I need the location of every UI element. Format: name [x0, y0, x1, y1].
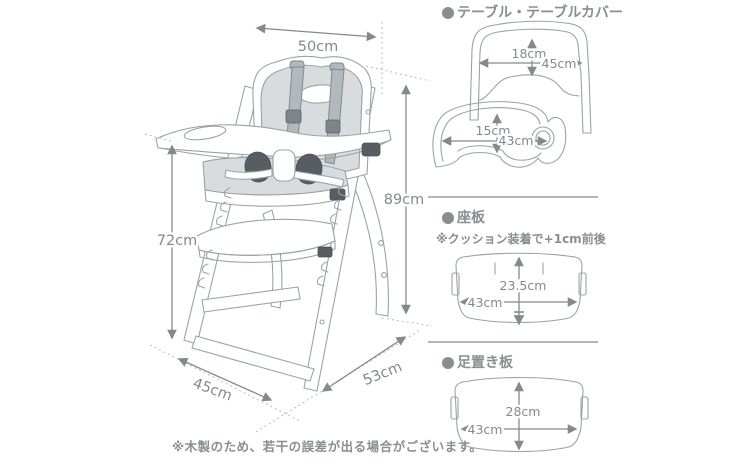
section-divider: [428, 196, 598, 198]
section-header-table: テーブル・テーブルカバー: [442, 6, 623, 20]
bullet-icon: [442, 212, 454, 224]
table-tray-diagram: 15cm 43cm: [432, 101, 567, 168]
bullet-icon: [442, 357, 454, 369]
footrest-depth-label: 28cm: [506, 404, 541, 419]
footrest: [196, 218, 336, 263]
section-title-seat: 座板: [457, 210, 485, 226]
tray-depth-label: 15cm: [476, 123, 511, 138]
section-divider: [428, 341, 598, 343]
seat-depth-label: 23.5cm: [500, 278, 547, 293]
cover-width-label: 45cm: [542, 56, 577, 71]
rail-hooks: [198, 109, 371, 325]
seat-cushion-note: ※クッション装着で+1cm前後: [436, 232, 606, 246]
seat: [202, 149, 350, 207]
dimension-tray-height: 72cm: [157, 233, 198, 249]
section-title-footrest: 足置き板: [457, 355, 513, 371]
dimension-base-depth-side: 53cm: [361, 359, 405, 389]
dimension-top-width: 50cm: [298, 39, 339, 55]
section-header-footrest: 足置き板: [442, 356, 513, 370]
seat-width-label: 43cm: [468, 295, 503, 310]
seat-board-diagram: 23.5cm 43cm: [451, 252, 587, 326]
footrest-width-label: 43cm: [468, 422, 503, 437]
bullet-icon: [442, 7, 454, 19]
dimension-total-height: 89cm: [384, 192, 425, 208]
high-chair-drawing: [155, 55, 392, 392]
section-title-table: テーブル・テーブルカバー: [457, 5, 623, 21]
section-header-seat: 座板: [442, 211, 485, 225]
footrest-board-diagram: 28cm 43cm: [450, 376, 589, 453]
tray-width-label: 43cm: [499, 133, 534, 148]
wood-tolerance-note: ※木製のため、若干の誤差が出る場合がございます。: [172, 439, 483, 454]
table-cover-diagram: 18cm 45cm: [469, 20, 592, 134]
dimension-base-depth-front: 45cm: [191, 376, 235, 405]
